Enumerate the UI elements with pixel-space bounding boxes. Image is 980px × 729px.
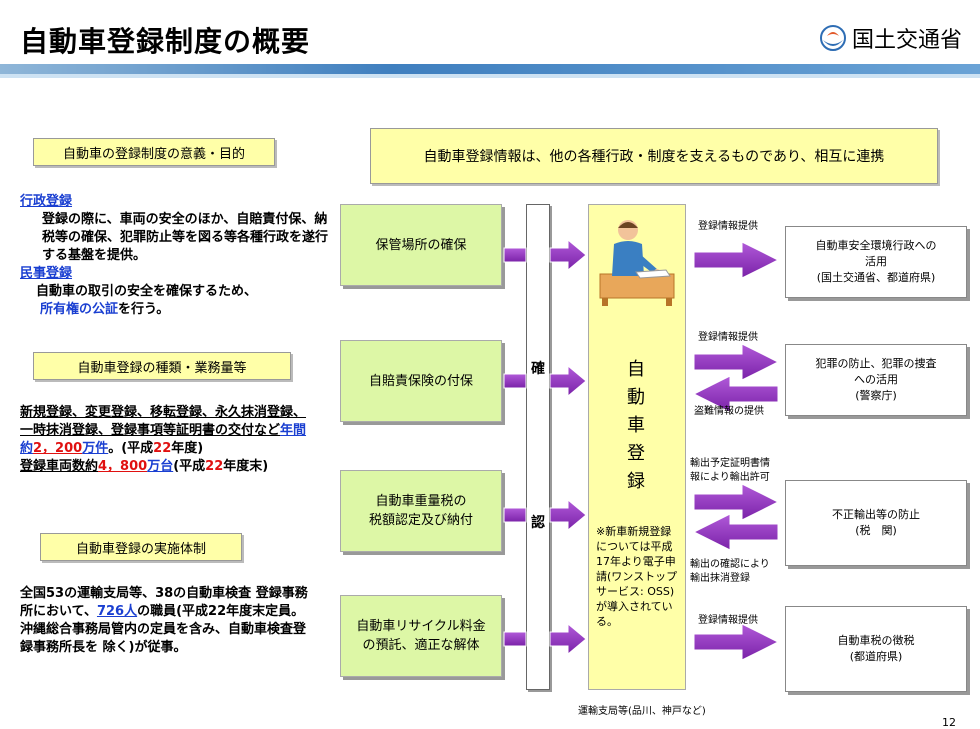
arrow-reg-to-customs: [693, 483, 780, 521]
reg-suffix-2: 年度末): [223, 459, 269, 474]
admin-registration-block: 行政登録 登録の際に、車両の安全のほか、自賠責付保、納税等の確保、犯罪防止等を図…: [20, 193, 340, 319]
illegal-export-box: 不正輸出等の防止 (税 関): [785, 480, 967, 566]
section-heading-implementation: 自動車登録の実施体制: [40, 533, 242, 561]
arrow-confirm-to-reg-3: [549, 498, 587, 532]
arrow-confirm-to-reg-2: [549, 364, 587, 398]
label-export-permit: 輸出予定証明書情 報により輸出許可: [690, 457, 770, 485]
banner-text: 自動車登録情報は、他の各種行政・制度を支えるものであり、相互に連携: [423, 149, 885, 165]
annual-value: 2，200: [33, 441, 83, 456]
recycling-fee-box: 自動車リサイクル料金 の預託、適正な解体: [340, 595, 502, 677]
impl-text-2: の職員(平成22年度末定員。沖縄総合事務局管内の定員を含み、自動車検査登録事務所…: [20, 604, 307, 655]
civil-body-ownership: 所有権の公証: [40, 302, 119, 317]
arrow-reg-to-prefecture: [693, 623, 780, 661]
registration-char: 自: [627, 359, 645, 380]
reg-year: 22: [205, 459, 224, 474]
section-heading-types: 自動車登録の種類・業務量等: [33, 352, 291, 380]
label-info-provision-2: 登録情報提供: [698, 332, 758, 343]
civil-body-3: を行う。: [118, 302, 170, 317]
mlit-logo-icon: [820, 25, 846, 51]
confirmation-char-2: 認: [531, 515, 545, 531]
arrow-confirm-to-reg-4: [549, 622, 587, 656]
arrow-customs-to-reg: [692, 513, 779, 551]
impl-staff-count: 726人: [96, 604, 138, 619]
mlit-logo: 国土交通省: [820, 22, 962, 54]
page-number: 12: [942, 716, 956, 729]
crime-prevention-box: 犯罪の防止、犯罪の捜査 への活用 (警察庁): [785, 344, 967, 416]
reg-suffix-1: (平成: [173, 459, 206, 474]
compulsory-insurance-text: 自賠責保険の付保: [368, 373, 473, 389]
arrow-recycling-to-confirm: [503, 631, 527, 647]
registration-char: 登: [627, 443, 645, 464]
registration-char: 録: [627, 471, 645, 492]
auto-tax-box: 自動車税の徴税 (都道府県): [785, 606, 967, 692]
confirmation-char-1: 確: [531, 361, 545, 377]
impl-text-1: 全国53の運輸支局等、38の自動車検査 登録事務所において、: [20, 586, 308, 619]
oss-note: ※新車新規登録については平成17年より電子申請(ワンストップサービス: OSS)…: [596, 525, 678, 628]
annual-unit: 万件: [82, 441, 109, 456]
implementation-block: 全国53の運輸支局等、38の自動車検査 登録事務所において、726人の職員(平成…: [20, 585, 310, 657]
mlit-utilization-box: 自動車安全環境行政への 活用 (国土交通省、都道府県): [785, 226, 967, 298]
arrow-reg-to-police: [693, 343, 780, 381]
arrow-police-to-reg: [692, 375, 779, 413]
annual-suffix-2: 年度): [171, 441, 204, 456]
recycling-line1: 自動車リサイクル料金: [356, 619, 486, 634]
civil-registration-body: 自動車の取引の安全を確保するため、 所有権の公証を行う。: [20, 283, 340, 319]
arrow-storage-to-confirm: [503, 247, 527, 263]
types-block: 新規登録、変更登録、移転登録、永久抹消登録、一時抹消登録、登録事項等証明書の交付…: [20, 404, 316, 476]
label-export-dereg-2: 輸出抹消登録: [690, 573, 750, 584]
annual-suffix-1: 。(平成: [108, 441, 154, 456]
label-export-deregistration: 輸出の確認により 輸出抹消登録: [690, 558, 770, 586]
section-heading-implementation-text: 自動車登録の実施体制: [75, 541, 206, 557]
label-export-dereg-1: 輸出の確認により: [690, 559, 770, 570]
reg-unit: 万台: [147, 459, 174, 474]
bottom-caption: 運輸支局等(品川、神戸など): [578, 706, 706, 717]
section-heading-types-text: 自動車登録の種類・業務量等: [77, 360, 247, 376]
civil-body-1: 自動車の取引の安全を確保するため、: [36, 284, 258, 299]
recycling-line2: の預託、適正な解体: [362, 638, 480, 653]
weight-tax-line1: 自動車重量税の: [375, 494, 467, 509]
clerk-illustration: [599, 220, 675, 306]
label-info-provision-1: 登録情報提供: [698, 221, 758, 232]
weight-tax-line2: 税額認定及び納付: [368, 513, 473, 528]
admin-registration-body: 登録の際に、車両の安全のほか、自賠責付保、納税等の確保、犯罪防止等を図る等各種行…: [42, 212, 329, 263]
weight-tax-box: 自動車重量税の 税額認定及び納付: [340, 470, 502, 552]
registration-char: 動: [627, 387, 645, 408]
arrow-confirm-to-reg-1: [549, 238, 587, 272]
label-export-permit-2: 報により輸出許可: [690, 472, 770, 483]
banner: 自動車登録情報は、他の各種行政・制度を支えるものであり、相互に連携: [370, 128, 938, 184]
storage-location-text: 保管場所の確保: [375, 237, 467, 253]
storage-location-box: 保管場所の確保: [340, 204, 502, 286]
arrow-tax-to-confirm: [503, 507, 527, 523]
reg-value: 4，800: [98, 459, 148, 474]
civil-registration-link[interactable]: 民事登録: [20, 266, 73, 281]
admin-registration-link[interactable]: 行政登録: [20, 194, 73, 209]
logo-text: 国土交通省: [852, 28, 963, 53]
section-heading-purpose: 自動車の登録制度の意義・目的: [33, 138, 275, 166]
arrow-insurance-to-confirm: [503, 373, 527, 389]
page-title: 自動車登録制度の概要: [20, 25, 311, 58]
reg-prefix: 登録車両数約: [20, 459, 99, 474]
types-text: 新規登録、変更登録、移転登録、永久抹消登録、一時抹消登録、登録事項等証明書の交付…: [20, 405, 307, 438]
arrow-reg-to-mlit: [693, 241, 780, 279]
compulsory-insurance-box: 自賠責保険の付保: [340, 340, 502, 422]
label-export-permit-1: 輸出予定証明書情: [690, 458, 770, 469]
label-info-provision-3: 登録情報提供: [698, 615, 758, 626]
registration-vertical-text: 自 動 車 登 録: [621, 356, 651, 496]
annual-prefix: 年間約: [20, 423, 307, 456]
annual-year: 22: [153, 441, 172, 456]
header-bar: [0, 64, 980, 74]
section-heading-purpose-text: 自動車の登録制度の意義・目的: [62, 146, 245, 162]
registration-char: 車: [627, 415, 645, 436]
label-theft-info: 盗難情報の提供: [694, 406, 764, 417]
header-bar-light: [0, 74, 980, 78]
confirmation-column: [526, 204, 550, 690]
